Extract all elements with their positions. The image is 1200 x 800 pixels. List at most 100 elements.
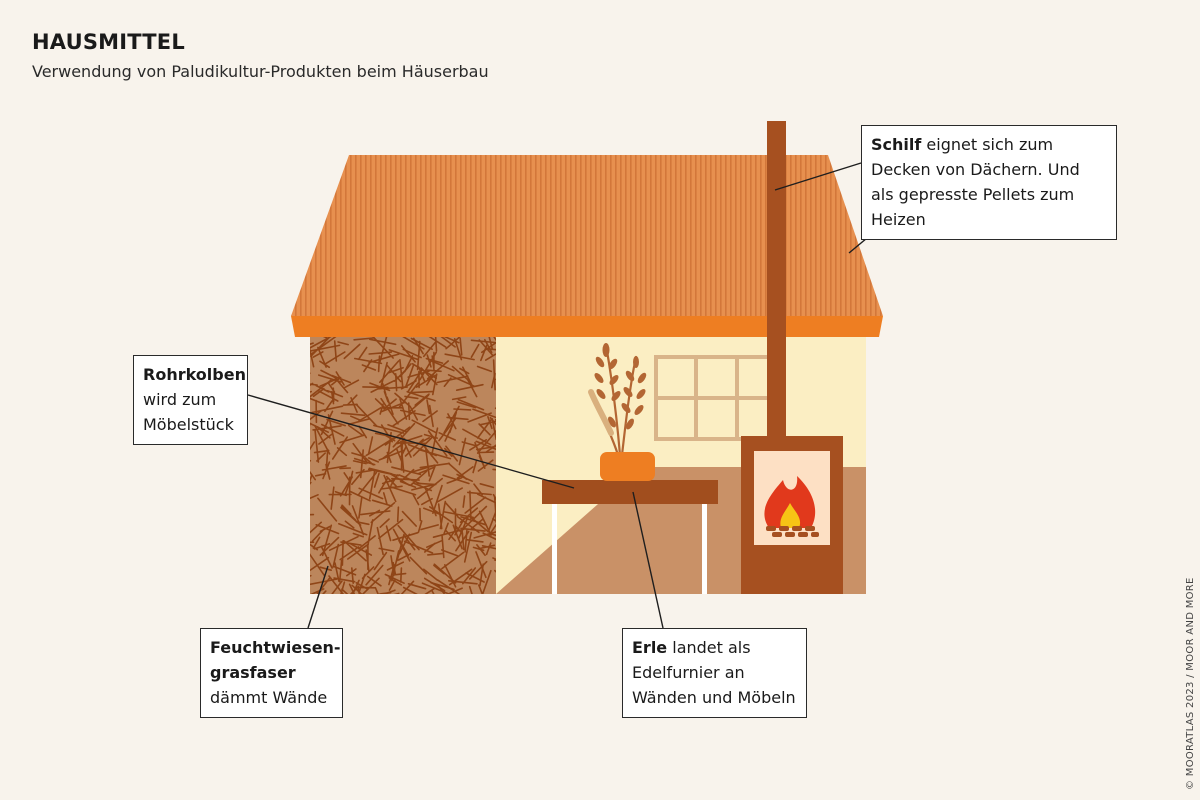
fibre-stroke [353,337,375,341]
fibre-stroke [368,338,397,346]
vase-with-reeds [588,343,655,481]
fibre-stroke [399,358,404,388]
fibre-stroke [357,587,361,594]
fibre-stroke [390,473,411,487]
fibre-stroke [485,347,496,351]
callout-feuchtwiesen-title: Feuchtwiesen-grasfaser [210,638,341,682]
callout-erle: Erle landet als Edelfurnier an Wänden un… [622,628,807,718]
fibre-stroke [400,580,415,594]
fibre-stroke [310,390,313,393]
fibre-stroke [338,595,341,610]
fibre-stroke [455,383,484,392]
fibre-stroke [377,355,381,373]
fibre-stroke [398,382,419,408]
fibre-stroke [462,428,492,446]
fibre-stroke [385,475,397,487]
fibre-stroke [302,492,307,506]
fibre-stroke [357,471,378,497]
fibre-stroke [464,496,487,514]
fibre-stroke [415,374,437,388]
fibre-stroke [343,343,361,360]
fibre-stroke [487,509,496,532]
fibre-stroke [443,563,457,588]
fibre-stroke [466,491,492,496]
fibre-stroke [349,415,363,422]
fibre-stroke [420,524,440,531]
fibre-stroke [310,342,314,345]
fibre-stroke [424,587,436,594]
fibre-stroke [346,543,370,560]
fibre-stroke [311,529,324,542]
fibre-stroke [441,535,445,559]
fibre-stroke [379,518,390,528]
fibre-stroke [436,583,446,594]
fibre-stroke [352,442,369,464]
fibre-stroke [310,481,312,485]
fibre-stroke [358,496,363,519]
fibre-stroke [355,581,368,590]
fibre-stroke [381,478,396,485]
fibre-stroke [426,354,432,368]
fibre-stroke [305,462,306,472]
fibre-stroke [451,365,472,383]
fibre-stroke [322,337,329,339]
pellet-stove [741,121,843,594]
fibre-stroke [479,563,485,587]
leader-rohrkolben [247,394,575,489]
fibre-stroke [361,364,377,371]
fibre-stroke [393,370,406,382]
fibre-stroke [363,599,374,600]
fibre-stroke [487,415,493,430]
fibre-stroke [325,448,329,469]
fibre-stroke [310,470,317,481]
fibre-stroke [351,579,360,594]
fibre-stroke [341,539,344,566]
fibre-stroke [444,529,457,542]
fibre-stroke [328,575,345,594]
fibre-stroke [337,522,368,536]
fibre-stroke [378,591,392,594]
fibre-stroke [336,447,348,457]
fibre-stroke [461,528,465,551]
fibre-stroke [347,417,371,426]
fibre-stroke [447,373,476,388]
fibre-stroke [392,422,416,448]
fibre-stroke [312,425,342,431]
fibre-stroke [331,580,343,594]
fibre-stroke [344,520,355,529]
fibre-stroke [490,372,496,389]
fibre-stroke [430,427,439,457]
callout-feuchtwiesen-text: dämmt Wände [210,688,328,707]
fibre-stroke [352,532,365,538]
fibre-stroke [402,586,418,594]
fibre-stroke [400,446,407,458]
fibre-stroke [310,346,315,368]
fibre-stroke [470,343,480,359]
fibre-stroke [473,531,496,539]
fibre-stroke [359,449,365,479]
fibre-stroke [310,474,313,483]
fibre-stroke [432,484,443,515]
fibre-stroke [468,585,473,594]
fibre-stroke [319,536,340,557]
fibre-stroke [364,457,375,466]
fibre-stroke [459,507,479,524]
fibre-stroke [479,482,495,489]
fibre-stroke [446,587,463,594]
fibre-stroke [323,351,346,366]
fibre-stroke [390,477,420,481]
fibre-stroke [416,340,421,371]
fibre-stroke [349,585,360,594]
fibre-stroke [343,539,367,562]
fibre-stroke [493,496,496,524]
fibre-stroke [445,337,461,350]
fibre-stroke [438,417,457,442]
fibre-stroke [426,399,431,415]
fibre-stroke [472,546,485,552]
fibre-stroke [378,547,395,552]
fibre-stroke [348,490,371,502]
fibre-stroke [398,474,422,485]
fibre-stroke [333,565,357,576]
fibre-stroke [448,568,473,586]
fibre-stroke [380,361,388,387]
